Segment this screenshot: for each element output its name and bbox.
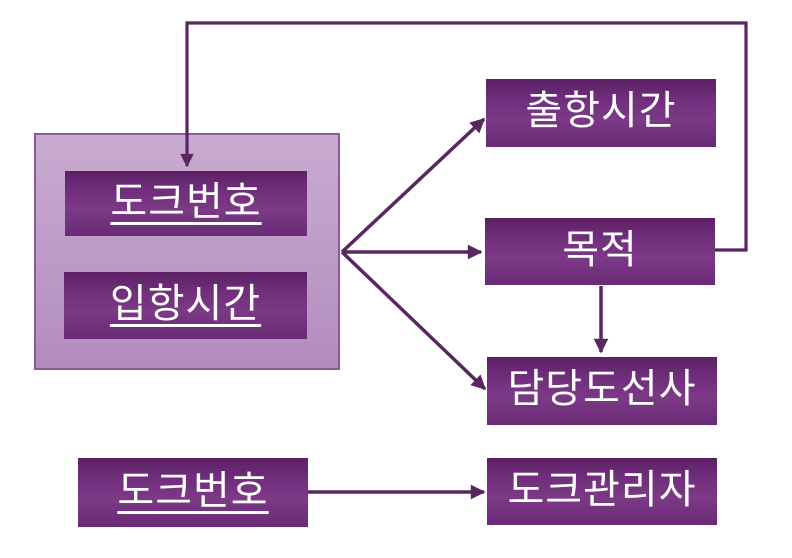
- node-departure-time-label: 출항시간: [525, 89, 677, 133]
- node-pilot: 담당도선사: [487, 357, 717, 425]
- node-arrival-time: 입항시간: [64, 272, 307, 339]
- arrow-group-to-departure-time: [340, 117, 486, 254]
- arrow-group-to-pilot: [340, 250, 487, 391]
- node-purpose-label: 목적: [562, 227, 638, 272]
- node-dock-number-bottom: 도크번호: [78, 458, 308, 527]
- node-dock-manager-label: 도크관리자: [507, 467, 697, 512]
- node-pilot-label: 담당도선사: [507, 367, 697, 411]
- node-dock-number-bottom-label: 도크번호: [117, 468, 269, 513]
- node-dock-number-top-label: 도크번호: [110, 179, 262, 224]
- node-arrival-time-label: 입항시간: [109, 281, 262, 326]
- node-departure-time: 출항시간: [486, 79, 716, 147]
- node-dock-manager: 도크관리자: [487, 458, 717, 525]
- node-dock-number-top: 도크번호: [65, 171, 307, 236]
- node-purpose: 목적: [485, 218, 715, 285]
